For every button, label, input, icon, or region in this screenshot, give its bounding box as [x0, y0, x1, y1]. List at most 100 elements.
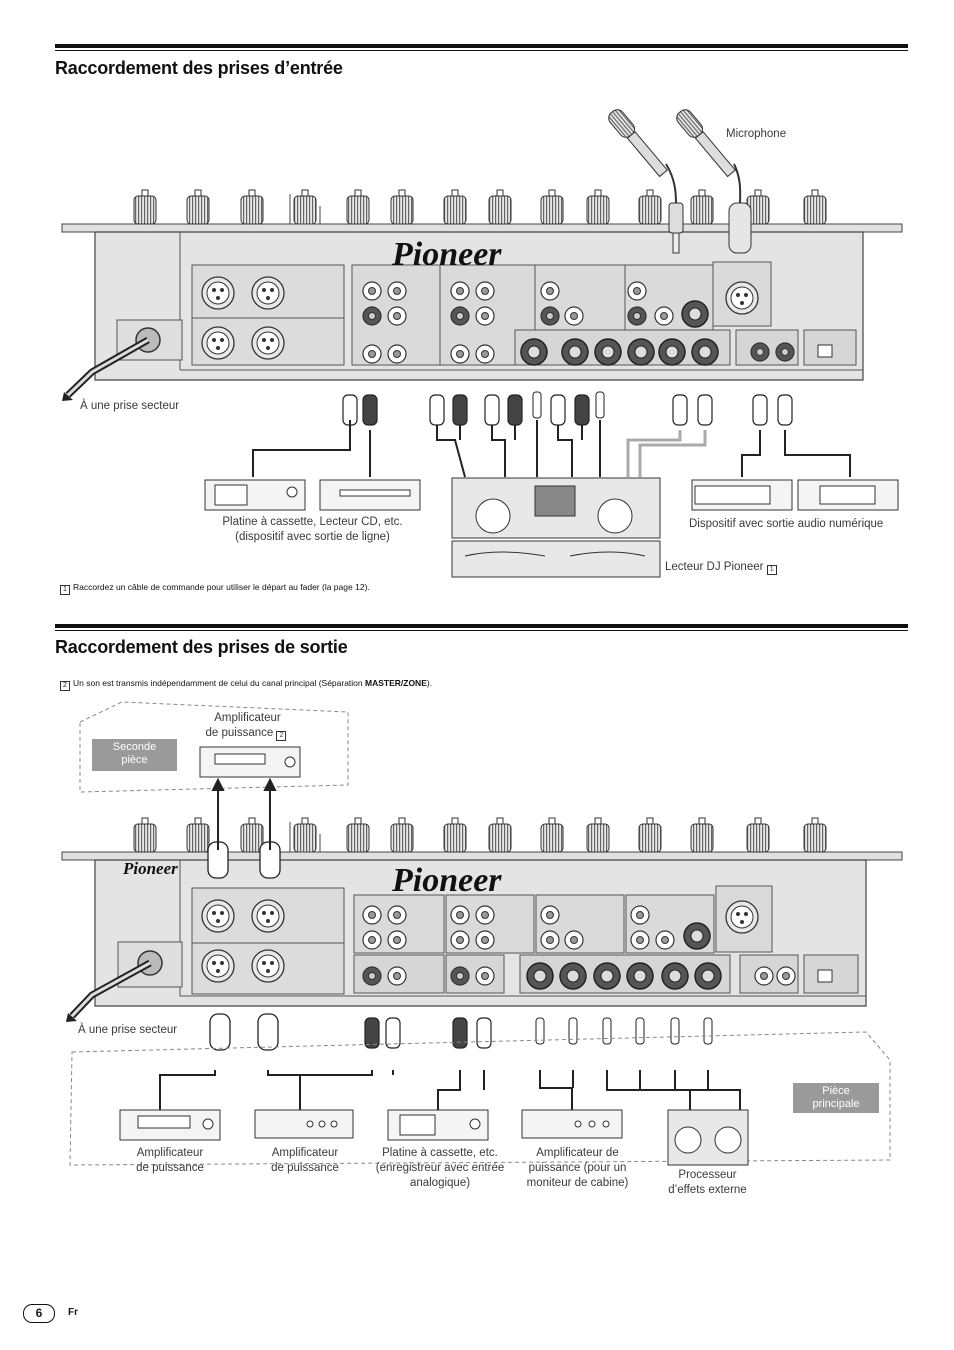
knob-cap-icon — [398, 189, 406, 197]
xlr-socket-inner-icon — [730, 286, 754, 310]
xlr-pin-icon — [262, 338, 266, 342]
knob-cap-icon — [141, 189, 149, 197]
rca-socket-pin-icon — [456, 936, 464, 944]
jack-plug-icon — [595, 391, 605, 419]
knob-cap-icon — [811, 817, 819, 825]
knob-icon — [586, 823, 610, 853]
rca-socket-pin-icon — [660, 312, 668, 320]
jack-socket-hole-icon — [668, 969, 682, 983]
knob-cap-icon — [496, 817, 504, 825]
top-rule-thin — [55, 50, 908, 51]
xlr-socket-inner-icon — [256, 904, 280, 928]
rca-socket-pin-icon — [368, 936, 376, 944]
xlr-pin-icon — [212, 288, 216, 292]
microphone-icon — [608, 109, 752, 254]
page-number: 6 — [23, 1304, 55, 1323]
knob-cap-icon — [194, 817, 202, 825]
rca-plug-icon — [452, 1017, 468, 1049]
rca-plug-icon — [364, 1017, 380, 1049]
knob-cap-icon — [194, 189, 202, 197]
knob-icon — [488, 823, 512, 853]
xlr-pin-icon — [216, 346, 220, 350]
label-amp-2: Amplificateur de puissance — [271, 1147, 339, 1174]
label-digital-out: Dispositif avec sortie audio numérique — [689, 518, 884, 530]
xlr-pin-icon — [262, 911, 266, 915]
rca-socket-pin-icon — [546, 312, 554, 320]
rca-socket-pin-icon — [661, 936, 669, 944]
jack-plug-icon — [535, 1017, 545, 1045]
jack-plug-icon — [703, 1017, 713, 1045]
label-dj-player: Lecteur DJ Pioneer 1 — [665, 560, 780, 575]
knob-cap-icon — [248, 817, 256, 825]
rca-socket-pin-icon — [393, 350, 401, 358]
panel-edge-icon — [289, 822, 321, 853]
xlr-pin-icon — [212, 338, 216, 342]
knob-cap-icon — [698, 817, 706, 825]
knob-icon — [690, 195, 714, 225]
xlr-pin-icon — [270, 338, 274, 342]
rca-socket-pin-icon — [393, 287, 401, 295]
knob-icon — [690, 823, 714, 853]
tag-second-room: Seconde pièce — [92, 739, 177, 771]
label-microphone: Microphone — [726, 128, 787, 140]
rca-socket-pin-icon — [368, 911, 376, 919]
rca-plug-icon — [484, 394, 500, 426]
knob-cap-icon — [646, 189, 654, 197]
xlr-socket-inner-icon — [206, 331, 230, 355]
knob-cap-icon — [451, 817, 459, 825]
rca-socket-pin-icon — [393, 911, 401, 919]
xlr-pin-icon — [266, 969, 270, 973]
xlr-pin-icon — [220, 338, 224, 342]
jack-plug-icon — [568, 1017, 578, 1045]
rca-plug-icon — [672, 394, 688, 426]
knob-icon — [390, 823, 414, 853]
rca-socket-pin-icon — [633, 287, 641, 295]
xlr-pin-icon — [744, 912, 748, 916]
rca-socket-pin-icon — [456, 287, 464, 295]
knob-cap-icon — [698, 189, 706, 197]
rca-plug-icon — [752, 394, 768, 426]
xlr-socket-inner-icon — [256, 281, 280, 305]
xlr-pin-icon — [736, 912, 740, 916]
knob-icon — [293, 823, 317, 853]
usb-port-icon — [817, 344, 833, 358]
rca-plug-icon — [362, 394, 378, 426]
section-title-outputs: Raccordement des prises de sortie — [55, 637, 348, 657]
knob-icon — [638, 195, 662, 225]
knob-icon — [186, 195, 210, 225]
jack-socket-hole-icon — [527, 345, 541, 359]
xlr-socket-inner-icon — [256, 954, 280, 978]
xlr-pin-icon — [216, 969, 220, 973]
knob-icon — [638, 823, 662, 853]
rca-socket-pin-icon — [481, 936, 489, 944]
knob-cap-icon — [301, 189, 309, 197]
knob-cap-icon — [398, 817, 406, 825]
knob-icon — [390, 195, 414, 225]
tag-main-room: Pièce principale — [793, 1083, 879, 1113]
xlr-pin-icon — [266, 919, 270, 923]
knob-cap-icon — [594, 817, 602, 825]
rca-socket-pin-icon — [393, 972, 401, 980]
pioneer-logo-1: Pioneer — [391, 236, 502, 273]
rca-plug-icon — [507, 394, 523, 426]
knob-icon — [186, 823, 210, 853]
jack-plug-icon — [532, 391, 542, 419]
knob-cap-icon — [451, 189, 459, 197]
jack-plug-icon — [670, 1017, 680, 1045]
xlr-pin-icon — [262, 961, 266, 965]
rca-socket-pin-icon — [636, 911, 644, 919]
knob-icon — [133, 823, 157, 853]
rca-plug-icon — [550, 394, 566, 426]
jack-socket-hole-icon — [633, 969, 647, 983]
xlr-pin-icon — [262, 288, 266, 292]
rca-socket-pin-icon — [456, 972, 464, 980]
label-booth-amp: Amplificateur de puissance (pour un moni… — [526, 1147, 629, 1189]
rca-socket-pin-icon — [481, 972, 489, 980]
rca-socket-pin-icon — [756, 348, 764, 356]
rca-plug-icon — [452, 394, 468, 426]
rca-plug-icon — [574, 394, 590, 426]
jack-socket-hole-icon — [533, 969, 547, 983]
knob-icon — [540, 823, 564, 853]
